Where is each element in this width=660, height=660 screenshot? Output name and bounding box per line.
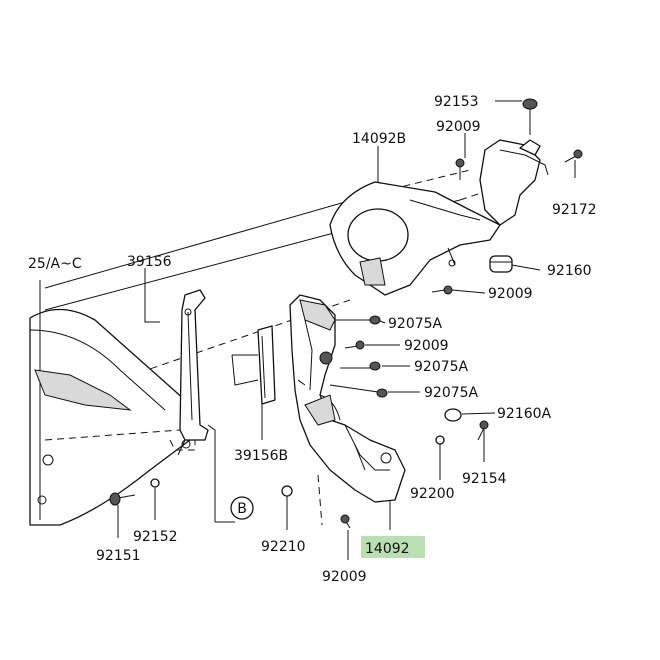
upper-cowl-14092b [329,139,549,296]
label-92160: 92160 [547,263,592,279]
highlight-14092 [361,536,425,558]
label-14092: 14092 [365,541,410,557]
reference-b-marker: B [230,496,254,520]
left-fairing [29,280,195,526]
label-92075a-1: 92075A [388,316,443,332]
upper-fasteners [431,98,583,295]
label-39156b: 39156B [234,448,288,464]
label-92153: 92153 [434,94,479,110]
label-edge-ref: 25/A~C [28,256,82,272]
reference-b-label: B [237,501,247,517]
label-92172: 92172 [552,202,597,218]
label-39156: 39156 [127,254,172,270]
label-92154: 92154 [462,471,507,487]
inner-panel-14092 [289,294,406,503]
label-92160a: 92160A [497,406,552,422]
label-92151: 92151 [96,548,141,564]
label-14092b: 14092B [352,131,406,147]
label-92009-bot: 92009 [322,569,367,585]
label-92152: 92152 [133,529,178,545]
leader-lines [117,100,576,560]
label-92200: 92200 [410,486,455,502]
bracket-39156 [144,289,235,523]
label-92075a-3: 92075A [424,385,479,401]
panel-fasteners [109,315,489,529]
label-92009-top: 92009 [436,119,481,135]
label-92210: 92210 [261,539,306,555]
label-92075a-2: 92075A [414,359,469,375]
label-92009-mid: 92009 [488,286,533,302]
label-92009-c: 92009 [404,338,449,354]
strip-39156b [231,325,276,405]
part-labels: 92153 92009 14092B 92172 92160 92009 25/… [28,94,597,585]
